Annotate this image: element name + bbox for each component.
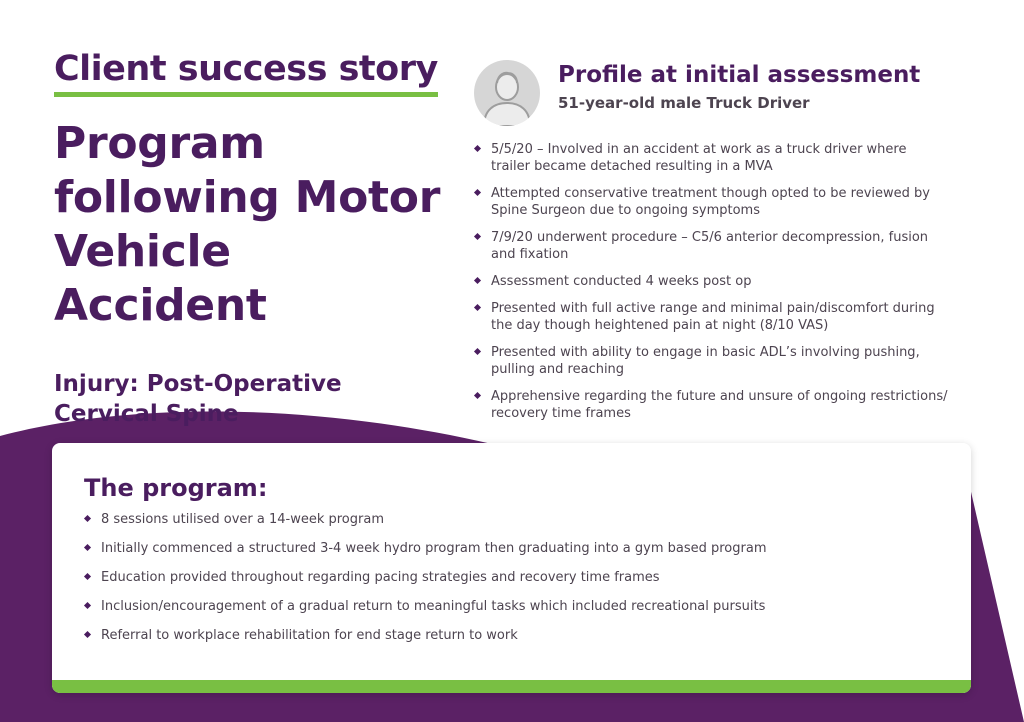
profile-item-1-line-1: 5/5/20 – Involved in an accident at work… <box>491 142 907 157</box>
bullet-diamond-icon <box>473 276 482 285</box>
profile-item-2-line-1: Attempted conservative treatment though … <box>491 186 930 201</box>
program-item-3-text: Education provided throughout regarding … <box>101 570 660 585</box>
avatar-silhouette <box>482 71 532 126</box>
story-header: Client success story Program following M… <box>54 48 444 429</box>
profile-item-7: Apprehensive regarding the future and un… <box>473 388 994 422</box>
profile-item-7-line-2: recovery time frames <box>491 406 631 421</box>
profile-item-1-line-2: trailer became detached resulting in a M… <box>491 159 773 174</box>
profile-item-4-line-1: Assessment conducted 4 weeks post op <box>491 274 752 289</box>
bullet-diamond-icon <box>473 391 482 400</box>
profile-item-6-line-1: Presented with ability to engage in basi… <box>491 345 920 360</box>
title-line-2: following Motor <box>54 172 441 223</box>
program-item-5: Referral to workplace rehabilitation for… <box>83 627 944 644</box>
profile-item-4: Assessment conducted 4 weeks post op <box>473 273 994 290</box>
bullet-diamond-icon <box>473 232 482 241</box>
profile-item-3-line-2: and fixation <box>491 247 569 262</box>
profile-subtitle: 51-year-old male Truck Driver <box>558 94 810 112</box>
bullet-diamond-icon <box>83 514 92 523</box>
profile-item-2-line-2: Spine Surgeon due to ongoing symptoms <box>491 203 760 218</box>
profile-item-2: Attempted conservative treatment though … <box>473 185 994 219</box>
program-item-4-text: Inclusion/encouragement of a gradual ret… <box>101 599 766 614</box>
eyebrow-heading: Client success story <box>54 48 438 97</box>
program-card: The program: 8 sessions utilised over a … <box>52 443 971 693</box>
bullet-diamond-icon <box>473 347 482 356</box>
profile-item-7-line-1: Apprehensive regarding the future and un… <box>491 389 948 404</box>
user-avatar-icon <box>474 60 540 126</box>
bullet-diamond-icon <box>83 572 92 581</box>
bullet-diamond-icon <box>83 601 92 610</box>
program-title: The program: <box>84 474 268 502</box>
profile-item-3-line-1: 7/9/20 underwent procedure – C5/6 anteri… <box>491 230 929 245</box>
profile-item-6: Presented with ability to engage in basi… <box>473 344 994 378</box>
program-item-3: Education provided throughout regarding … <box>83 569 944 586</box>
program-item-5-text: Referral to workplace rehabilitation for… <box>101 628 518 643</box>
program-item-2: Initially commenced a structured 3-4 wee… <box>83 540 944 557</box>
profile-title: Profile at initial assessment <box>558 62 921 88</box>
program-item-2-text: Initially commenced a structured 3-4 wee… <box>101 541 767 556</box>
program-item-4: Inclusion/encouragement of a gradual ret… <box>83 598 944 615</box>
bullet-diamond-icon <box>83 543 92 552</box>
title-line-3: Vehicle Accident <box>54 226 267 331</box>
profile-item-5-line-1: Presented with full active range and min… <box>491 301 935 316</box>
program-list: 8 sessions utilised over a 14-week progr… <box>83 511 944 656</box>
bullet-diamond-icon <box>83 630 92 639</box>
profile-item-6-line-2: pulling and reaching <box>491 362 625 377</box>
injury-line-1: Injury: Post-Operative <box>54 371 342 397</box>
program-item-1: 8 sessions utilised over a 14-week progr… <box>83 511 944 528</box>
bullet-diamond-icon <box>473 144 482 153</box>
profile-item-5-line-2: the day though heightened pain at night … <box>491 318 829 333</box>
injury-heading: Injury: Post-Operative Cervical Spine <box>54 369 444 429</box>
profile-list: 5/5/20 – Involved in an accident at work… <box>473 141 994 432</box>
card-accent-bar <box>52 680 971 693</box>
bullet-diamond-icon <box>473 303 482 312</box>
injury-line-2: Cervical Spine <box>54 401 239 427</box>
program-item-1-text: 8 sessions utilised over a 14-week progr… <box>101 512 384 527</box>
profile-item-5: Presented with full active range and min… <box>473 300 994 334</box>
bullet-diamond-icon <box>473 188 482 197</box>
program-heading: Program following Motor Vehicle Accident <box>54 117 444 333</box>
profile-item-3: 7/9/20 underwent procedure – C5/6 anteri… <box>473 229 994 263</box>
profile-item-1: 5/5/20 – Involved in an accident at work… <box>473 141 994 175</box>
profile-header: Profile at initial assessment 51-year-ol… <box>558 60 988 113</box>
title-line-1: Program <box>54 118 265 169</box>
